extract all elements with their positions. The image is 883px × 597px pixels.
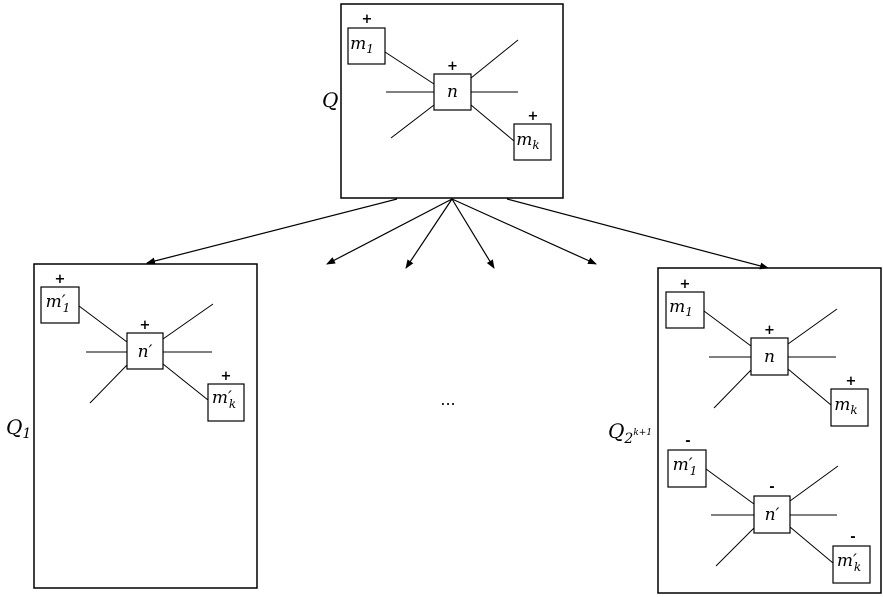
left-panel-frame: [33, 263, 258, 589]
right-upper-spokes: [703, 308, 838, 409]
top-center-spokes: [384, 39, 519, 142]
right-upper-node-mk-label: mk: [834, 395, 857, 417]
right-panel-label: Q2k+1: [608, 419, 652, 447]
right-lower-spokes: [705, 465, 839, 567]
top-panel: Q + n + m1 + mk: [322, 3, 564, 199]
right-lower-node-mk-sign: -: [850, 530, 855, 545]
top-node-mk: + mk: [513, 109, 552, 161]
left-center-label: n′: [138, 342, 153, 362]
left-node-mk-label: m′k: [212, 388, 236, 411]
right-upper-node-m1: + m1: [665, 277, 705, 329]
left-node-m1-sign: +: [55, 272, 66, 287]
left-panel-label: Q1: [6, 415, 31, 442]
top-panel-frame: [340, 3, 564, 199]
top-node-m1: + m1: [347, 12, 386, 65]
top-node-mk-label: mk: [516, 130, 539, 152]
right-lower-center-label: n′: [765, 505, 780, 525]
top-panel-label: Q: [322, 88, 338, 112]
arrow-to-q2k1: [506, 198, 769, 270]
right-upper-node-mk-sign: +: [846, 374, 857, 389]
top-center-sign: +: [447, 59, 458, 74]
left-panel: Q1 + n′ + m′1 + m′k: [6, 263, 258, 589]
left-node-mk: + m′k: [207, 369, 245, 422]
right-panel-frame: [657, 267, 882, 594]
arrow-branch-3: [405, 198, 453, 269]
right-lower-node-m1: - m′1: [667, 434, 707, 488]
right-lower-node-mk: - m′k: [832, 530, 871, 584]
left-center-spokes: [78, 303, 214, 404]
left-center-sign: +: [140, 318, 151, 333]
left-center-node: + n′: [126, 318, 164, 370]
arrow-branch-5: [451, 198, 597, 265]
right-panel: Q2k+1 + n + m1 + mk: [608, 267, 882, 594]
right-lower-node-mk-label: m′k: [837, 551, 861, 574]
right-lower-center-sign: -: [769, 480, 774, 495]
right-upper-center-label: n: [764, 347, 775, 367]
branch-arrows: [146, 198, 769, 270]
right-upper-center-node: + n: [750, 323, 789, 376]
arrow-branch-2: [326, 198, 453, 265]
top-center-label: n: [447, 82, 458, 102]
left-node-mk-sign: +: [221, 369, 232, 384]
top-center-node: + n: [433, 59, 472, 111]
right-lower-center-node: - n′: [753, 480, 791, 534]
right-upper-node-m1-sign: +: [680, 277, 691, 292]
right-lower-node-m1-label: m′1: [673, 455, 698, 478]
right-upper-center-sign: +: [764, 323, 775, 338]
top-node-m1-sign: +: [362, 12, 373, 27]
top-node-m1-label: m1: [350, 34, 374, 56]
right-upper-node-mk: + mk: [830, 374, 869, 427]
left-node-m1: + m′1: [40, 272, 80, 324]
left-node-m1-label: m′1: [46, 292, 71, 315]
right-upper-node-m1-label: m1: [669, 297, 693, 319]
arrow-branch-4: [451, 198, 495, 269]
middle-ellipsis: ...: [440, 390, 455, 409]
right-lower-node-m1-sign: -: [685, 434, 690, 449]
top-node-mk-sign: +: [528, 109, 539, 124]
arrow-to-q1: [146, 198, 398, 265]
